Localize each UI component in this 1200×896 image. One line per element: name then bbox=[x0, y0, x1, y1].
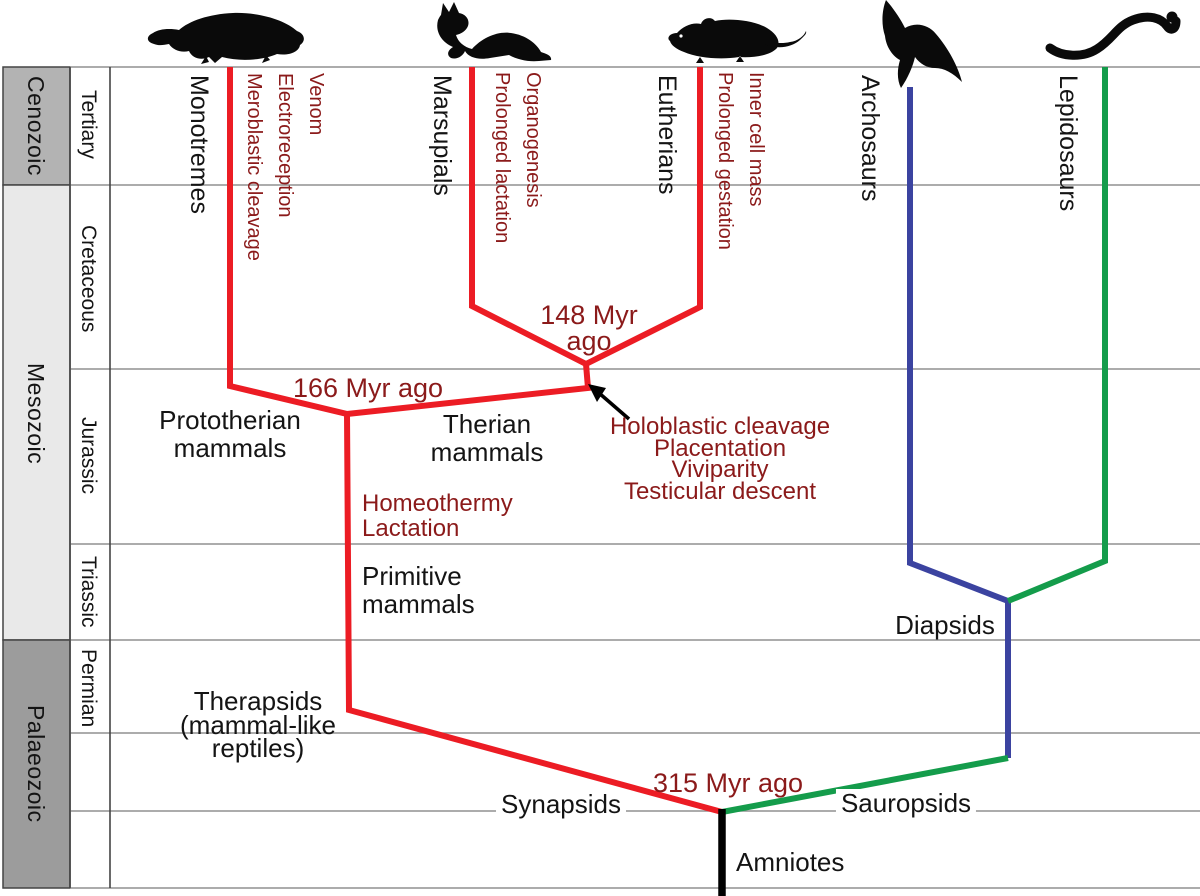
kangaroo-icon bbox=[437, 2, 552, 62]
era-band-mesozoic bbox=[2, 184, 71, 641]
node-label-148myr: 148 Myr ago bbox=[540, 300, 638, 356]
branch-sauropsid bbox=[721, 755, 1009, 815]
therian-node-arrow bbox=[588, 384, 631, 421]
mouse-icon bbox=[668, 18, 779, 63]
clade-label-therapsids: Therapsids (mammal-like reptiles) bbox=[180, 686, 336, 763]
eutherian-traits: Inner cell mass Prolonged gestation bbox=[714, 72, 767, 250]
branch-eutherian bbox=[584, 67, 703, 367]
monotreme-traits: Venom Electroreception Meroblastic cleav… bbox=[243, 73, 327, 261]
era-band-palaeozoic bbox=[2, 639, 71, 889]
clade-label-amniotes: Amniotes bbox=[736, 847, 845, 877]
era-label-palaeozoic: Palaeozoic bbox=[23, 705, 49, 823]
snake-icon bbox=[1045, 12, 1181, 60]
era-label-cenozoic: Cenozoic bbox=[23, 76, 49, 176]
era-label-mesozoic: Mesozoic bbox=[23, 363, 49, 465]
mammal-stem-traits: Homeothermy Lactation bbox=[362, 490, 513, 542]
period-label-tertiary: Tertiary bbox=[77, 90, 100, 159]
branch-lepidosaur bbox=[1006, 67, 1108, 604]
era-band-cenozoic bbox=[2, 66, 71, 186]
period-label-cretaceous: Cretaceous bbox=[77, 225, 100, 333]
gridlines bbox=[70, 66, 1200, 889]
clade-label-sauropsids: Sauropsids bbox=[835, 789, 977, 817]
lineage-label-monotremes: Monotremes bbox=[185, 75, 213, 214]
mouse-tail bbox=[764, 31, 807, 48]
bird-icon bbox=[882, 0, 962, 88]
mouse-eye bbox=[679, 34, 683, 38]
clade-label-diapsids: Diapsids bbox=[895, 610, 995, 640]
snake-head bbox=[1166, 11, 1178, 23]
clade-label-therian: Therian mammals bbox=[430, 409, 544, 467]
therian-node-traits: Holoblastic cleavage Placentation Vivipa… bbox=[609, 413, 831, 505]
platypus-icon bbox=[147, 12, 304, 64]
branch-archosaur-diapsid bbox=[907, 87, 1011, 758]
lineage-label-marsupials: Marsupials bbox=[428, 75, 456, 196]
marsupial-traits: Organogenesis Prolonged lactation bbox=[491, 72, 544, 244]
clade-label-primitive: Primitive mammals bbox=[362, 561, 475, 619]
lineage-label-archosaurs: Archosaurs bbox=[856, 75, 884, 202]
era-column bbox=[2, 66, 71, 889]
clade-label-synapsids: Synapsids bbox=[496, 790, 626, 818]
lineage-label-lepidosaurs: Lepidosaurs bbox=[1054, 75, 1082, 212]
lineage-label-eutherians: Eutherians bbox=[653, 75, 681, 195]
clade-label-prototherian: Prototherian mammals bbox=[159, 405, 301, 463]
branch-therian-marsupial bbox=[346, 67, 592, 417]
period-label-permian: Permian bbox=[77, 649, 100, 728]
column-borders bbox=[69, 67, 111, 888]
node-label-166myr: 166 Myr ago bbox=[292, 373, 444, 403]
node-label-315myr: 315 Myr ago bbox=[652, 768, 804, 798]
period-label-jurassic: Jurassic bbox=[77, 417, 100, 495]
period-label-triassic: Triassic bbox=[77, 556, 100, 628]
